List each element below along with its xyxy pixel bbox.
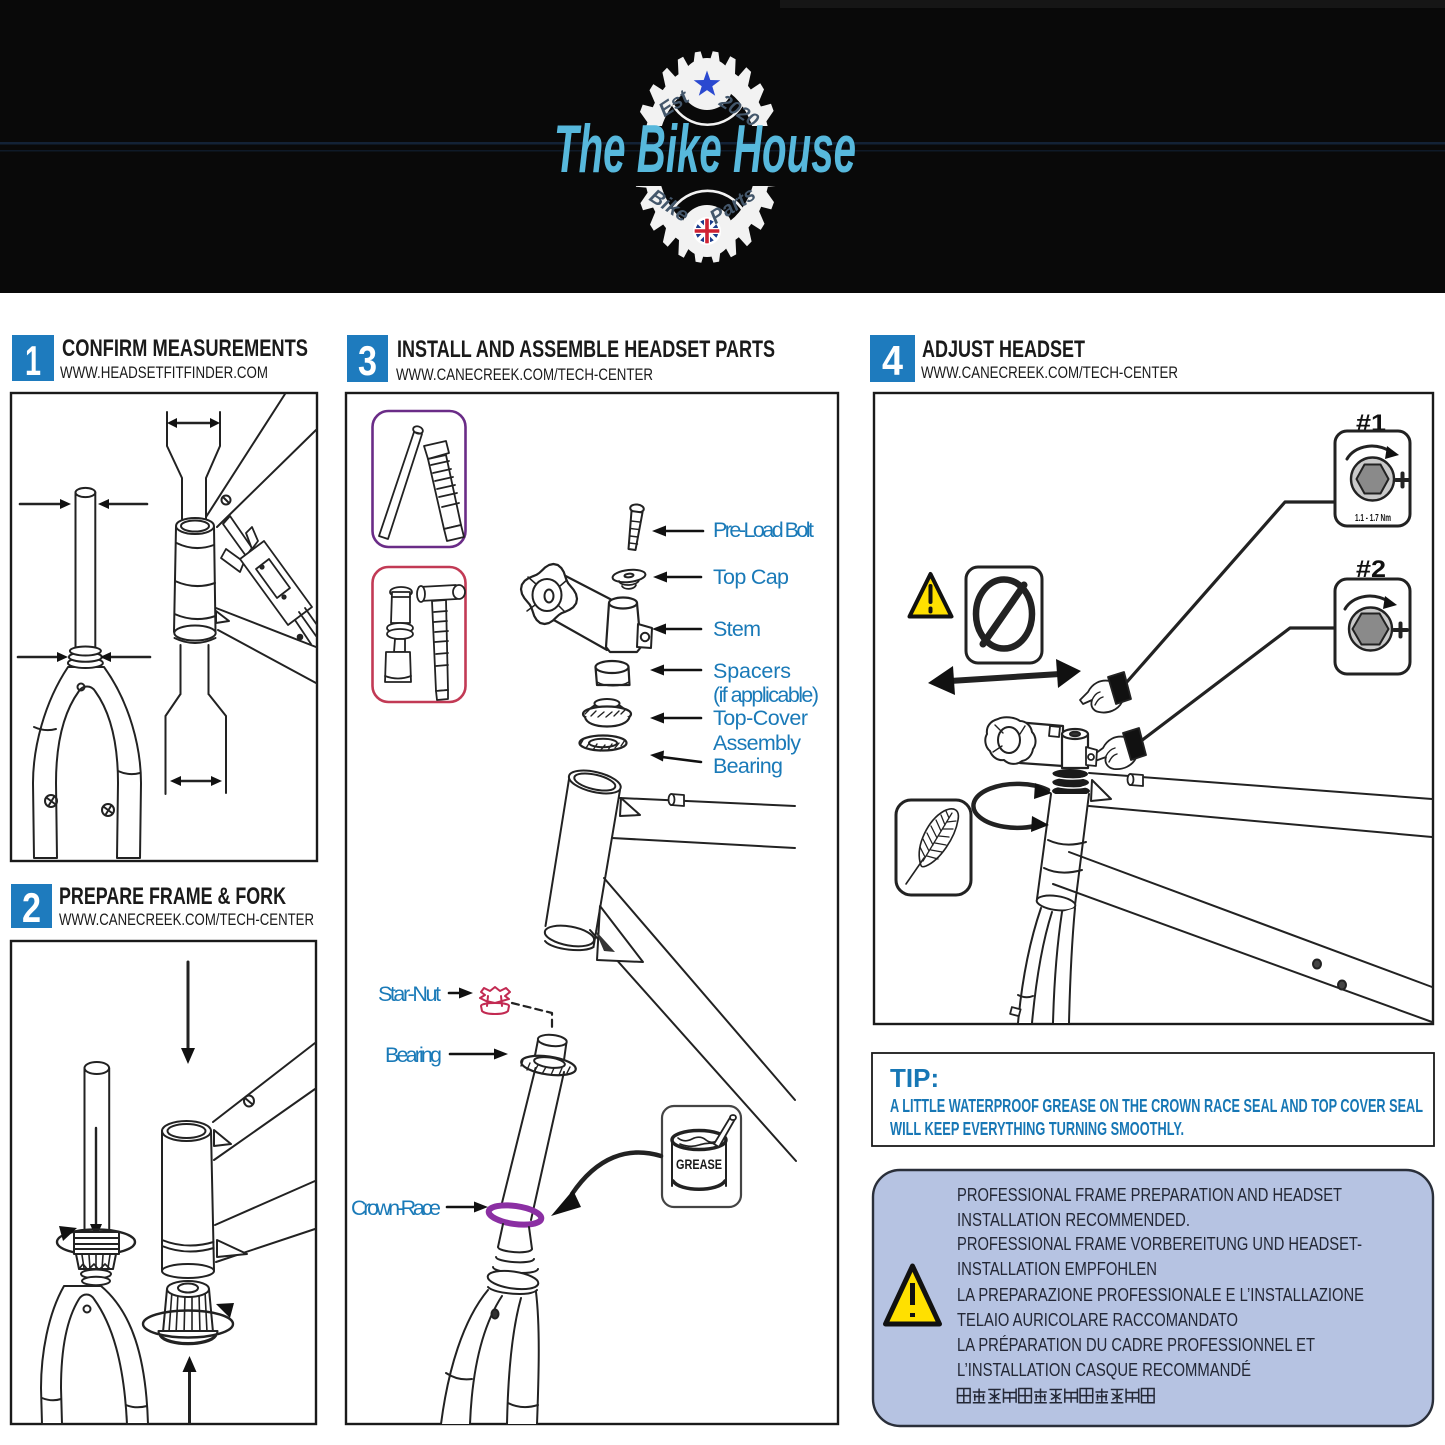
- svg-text:WWW.CANECREEK.COM/TECH-CENTER: WWW.CANECREEK.COM/TECH-CENTER: [396, 365, 653, 384]
- svg-text:Star-Nut: Star-Nut: [378, 982, 441, 1006]
- svg-text:4: 4: [882, 337, 904, 384]
- svg-text:PROFESSIONAL FRAME VORBEREITUN: PROFESSIONAL FRAME VORBEREITUNG UND HEAD…: [957, 1233, 1362, 1254]
- svg-text:PREPARE FRAME & FORK: PREPARE FRAME & FORK: [59, 883, 286, 910]
- svg-text:INSTALL AND ASSEMBLE HEADSET P: INSTALL AND ASSEMBLE HEADSET PARTS: [397, 336, 775, 363]
- svg-text:A LITTLE WATERPROOF GREASE ON: A LITTLE WATERPROOF GREASE ON THE CROWN …: [890, 1096, 1423, 1116]
- svg-text:(if applicable): (if applicable): [713, 683, 819, 707]
- svg-text:Crown-Race: Crown-Race: [351, 1196, 441, 1220]
- svg-text:The Bike House: The Bike House: [554, 111, 856, 187]
- svg-text:WWW.CANECREEK.COM/TECH-CENTER: WWW.CANECREEK.COM/TECH-CENTER: [59, 910, 314, 929]
- svg-text:Stem: Stem: [713, 617, 761, 641]
- svg-text:L’INSTALLATION CASQUE RECOMMAN: L’INSTALLATION CASQUE RECOMMANDÉ: [957, 1359, 1251, 1380]
- svg-text:PROFESSIONAL FRAME PREPARATION: PROFESSIONAL FRAME PREPARATION AND HEADS…: [957, 1184, 1342, 1205]
- svg-text:LA PREPARAZIONE PROFESSIONALE: LA PREPARAZIONE PROFESSIONALE E L’INSTAL…: [957, 1284, 1364, 1305]
- svg-text:1: 1: [25, 337, 41, 384]
- svg-text:LA PRÉPARATION DU CADRE PROFES: LA PRÉPARATION DU CADRE PROFESSIONNEL ET: [957, 1334, 1315, 1355]
- svg-text:CONFIRM MEASUREMENTS: CONFIRM MEASUREMENTS: [62, 335, 308, 362]
- svg-text:WILL KEEP EVERYTHING TURNING S: WILL KEEP EVERYTHING TURNING SMOOTHLY.: [890, 1119, 1184, 1139]
- svg-text:Pre-Load Bolt: Pre-Load Bolt: [713, 518, 814, 542]
- svg-text:INSTALLATION RECOMMENDED.: INSTALLATION RECOMMENDED.: [957, 1209, 1190, 1230]
- svg-text:Assembly: Assembly: [713, 731, 801, 755]
- svg-text:2: 2: [22, 884, 41, 931]
- svg-text:1.1 - 1.7 Nm: 1.1 - 1.7 Nm: [1355, 513, 1391, 524]
- svg-text:Bearing: Bearing: [385, 1043, 442, 1067]
- svg-text:Spacers: Spacers: [713, 659, 791, 683]
- svg-text:Bearing: Bearing: [713, 754, 783, 778]
- svg-text:WWW.HEADSETFITFINDER.COM: WWW.HEADSETFITFINDER.COM: [60, 363, 268, 382]
- svg-text:ADJUST HEADSET: ADJUST HEADSET: [922, 336, 1085, 363]
- svg-text:TELAIO AURICOLARE RACCOMANDATO: TELAIO AURICOLARE RACCOMANDATO: [957, 1309, 1238, 1330]
- svg-text:INSTALLATION EMPFOHLEN: INSTALLATION EMPFOHLEN: [957, 1258, 1157, 1279]
- svg-text:Top Cap: Top Cap: [713, 565, 789, 589]
- svg-text:GREASE: GREASE: [676, 1157, 722, 1172]
- svg-text:3: 3: [358, 337, 377, 384]
- svg-text:TIP:: TIP:: [890, 1063, 939, 1093]
- svg-text:Top-Cover: Top-Cover: [713, 706, 808, 730]
- svg-text:#1: #1: [1356, 410, 1386, 437]
- svg-text:WWW.CANECREEK.COM/TECH-CENTER: WWW.CANECREEK.COM/TECH-CENTER: [921, 363, 1178, 382]
